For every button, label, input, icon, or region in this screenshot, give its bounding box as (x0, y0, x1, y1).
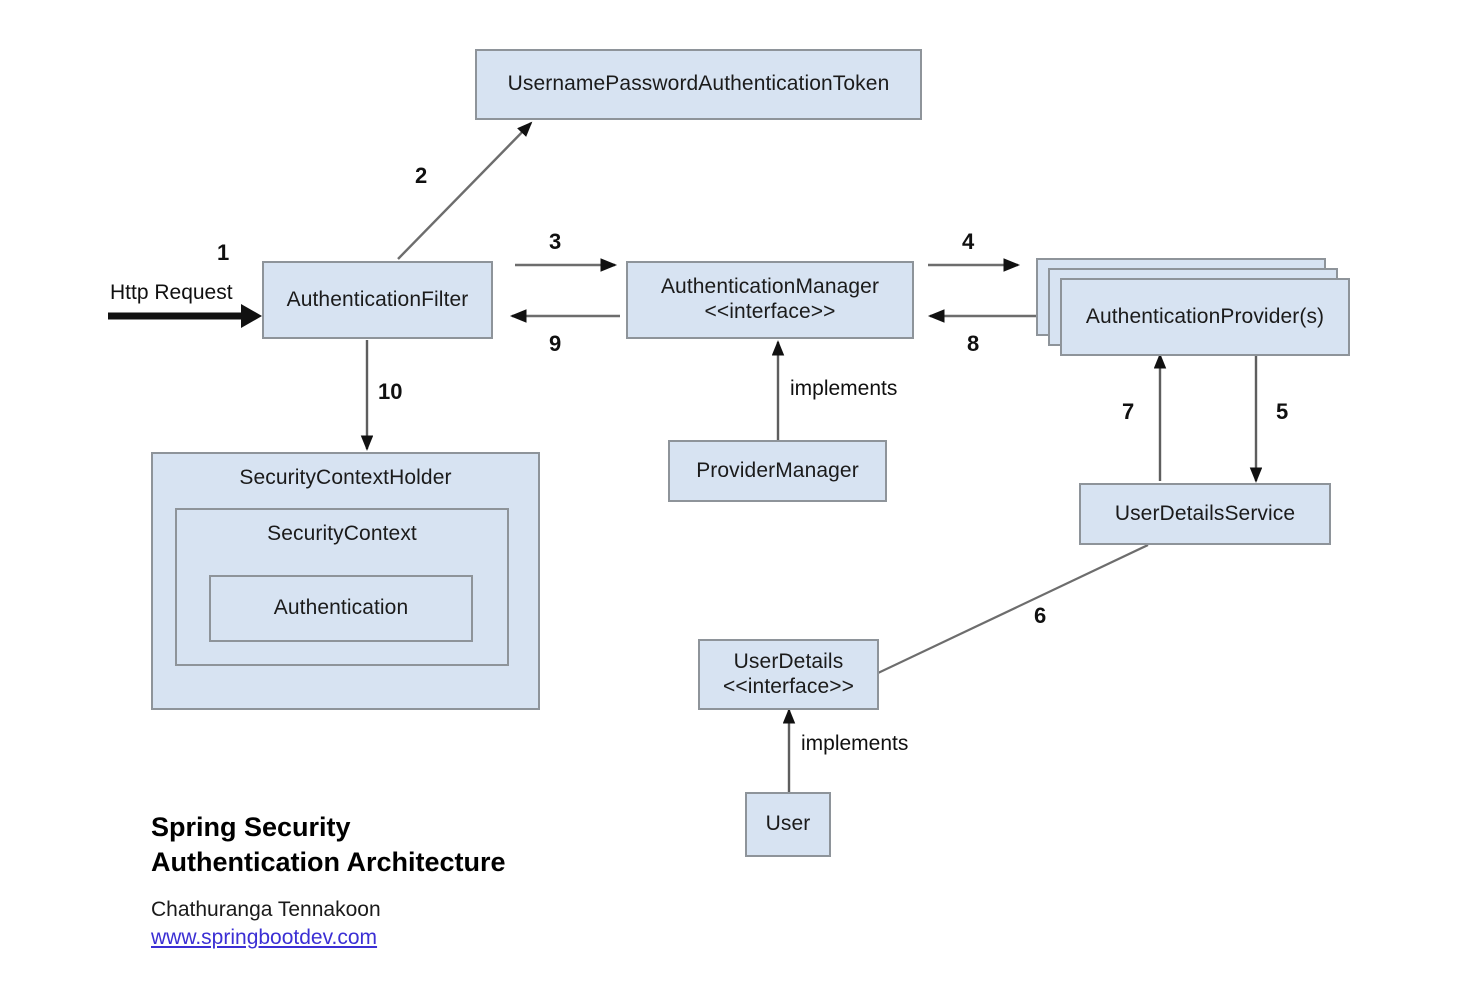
label-step-4: 4 (962, 229, 975, 254)
label-step-1: 1 (217, 240, 230, 265)
node-authentication[interactable]: Authentication (209, 575, 473, 642)
label-implements-user: implements (801, 732, 909, 755)
diagram-title-line2: Authentication Architecture (151, 847, 506, 877)
node-provider-manager[interactable]: ProviderManager (668, 440, 887, 502)
node-label: AuthenticationManager (660, 275, 880, 299)
label-step-3: 3 (549, 229, 562, 254)
node-label: UsernamePasswordAuthenticationToken (507, 72, 890, 96)
node-label: User (765, 812, 811, 836)
node-username-password-authentication-token[interactable]: UsernamePasswordAuthenticationToken (475, 49, 922, 120)
diagram-website-link[interactable]: www.springbootdev.com (151, 926, 378, 949)
label-implements-provider-manager: implements (790, 377, 898, 400)
label-step-7: 7 (1122, 399, 1135, 424)
label-step-9: 9 (549, 331, 562, 356)
edge-http-request (108, 304, 262, 328)
label-http-request: Http Request (110, 281, 233, 304)
node-authentication-filter[interactable]: AuthenticationFilter (262, 261, 493, 339)
node-user-details[interactable]: UserDetails <<interface>> (698, 639, 879, 710)
label-step-6: 6 (1034, 603, 1047, 628)
node-user-details-service[interactable]: UserDetailsService (1079, 483, 1331, 545)
node-label: SecurityContext (267, 522, 417, 545)
node-label: AuthenticationProvider(s) (1085, 304, 1325, 328)
node-stereotype: <<interface>> (704, 300, 836, 323)
node-label: UserDetailsService (1114, 501, 1296, 525)
edge-6 (877, 544, 1149, 674)
node-label: ProviderManager (696, 458, 859, 482)
diagram-title-line1: Spring Security (151, 812, 351, 842)
diagram-author: Chathuranga Tennakoon (151, 898, 381, 921)
node-label: SecurityContextHolder (239, 466, 452, 489)
label-step-5: 5 (1276, 399, 1289, 424)
edge-2 (397, 121, 533, 260)
node-authentication-manager[interactable]: AuthenticationManager <<interface>> (626, 261, 914, 339)
node-authentication-provider[interactable]: AuthenticationProvider(s) (1060, 278, 1350, 356)
label-step-2: 2 (415, 163, 428, 188)
node-label: Authentication (273, 596, 409, 620)
node-stereotype: <<interface>> (723, 674, 854, 698)
node-label: AuthenticationFilter (286, 287, 469, 311)
label-step-8: 8 (967, 331, 980, 356)
node-label: UserDetails (733, 649, 844, 673)
label-step-10: 10 (378, 379, 403, 404)
node-user[interactable]: User (745, 792, 831, 857)
